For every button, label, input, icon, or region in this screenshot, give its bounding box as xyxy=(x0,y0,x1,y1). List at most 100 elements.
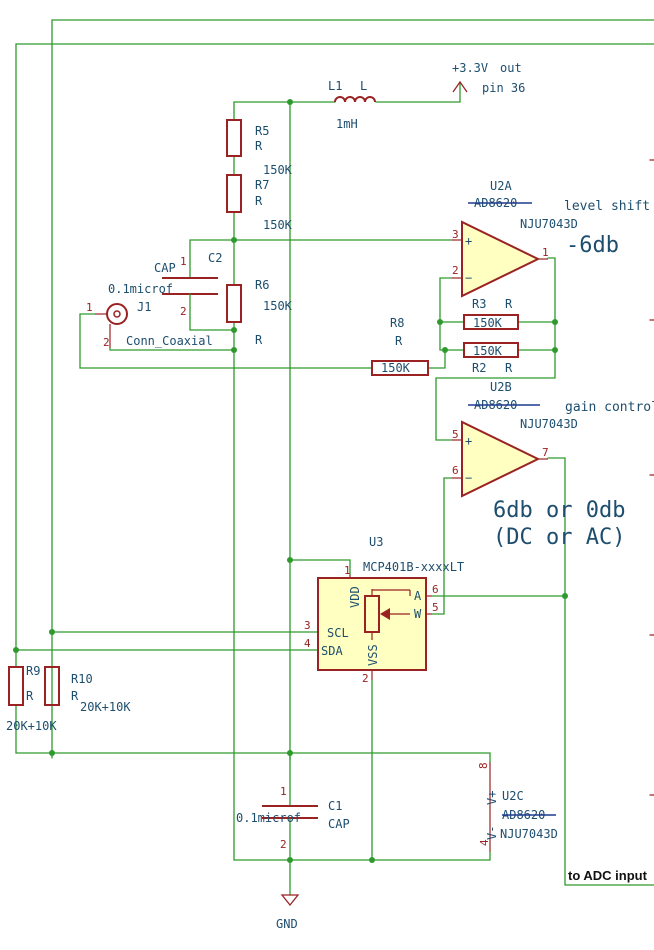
gnd-symbol: GND xyxy=(276,894,300,931)
svg-text:−: − xyxy=(465,471,472,485)
resistor-r7: R7 R 150K xyxy=(226,174,293,232)
u3-pin-vdd: VDD xyxy=(348,586,362,608)
u2b-gain-1: 6db or 0db xyxy=(493,498,625,523)
power-label: +3.3V xyxy=(452,61,488,75)
c1-type: CAP xyxy=(328,817,350,831)
c2-ref: C2 xyxy=(208,251,222,265)
u3-pin-vss: VSS xyxy=(366,644,380,666)
r7-type: R xyxy=(255,194,263,208)
u2c-ref: U2C xyxy=(502,789,524,803)
r10-value: 20K+10K xyxy=(80,700,131,714)
r3-ref: R3 xyxy=(472,297,486,311)
u2c-vminus: V- xyxy=(485,826,499,840)
c2-value: 0.1microf xyxy=(108,282,173,296)
c1-pin1: 1 xyxy=(280,785,287,798)
u3-pin1: 1 xyxy=(344,564,351,577)
r10-ref: R10 xyxy=(71,672,93,686)
opamp-u2a: + − 3 2 1 U2A AD8620 NJU7043D level shif… xyxy=(452,179,650,298)
inductor-l1: L1 L 1mH xyxy=(328,79,376,131)
c2-pin1: 1 xyxy=(180,255,187,268)
svg-text:+: + xyxy=(465,234,472,248)
digipot-u3: SCL SDA A W VDD VSS 1 3 4 6 5 2 U3 MCP40… xyxy=(304,535,464,685)
j1-pin2: 2 xyxy=(103,336,110,349)
coax-j1: 1 2 J1 Conn_Coaxial xyxy=(86,300,213,349)
u3-part: MCP401B-xxxxLT xyxy=(363,560,464,574)
r6-type: R xyxy=(255,333,263,347)
r5-type: R xyxy=(255,139,263,153)
j1-type: Conn_Coaxial xyxy=(126,334,213,348)
r8-value: 150K xyxy=(381,361,411,375)
u3-pin4: 4 xyxy=(304,637,311,650)
border-ticks xyxy=(649,159,654,796)
u2c-pin4: 4 xyxy=(478,839,491,846)
r6-value: 150K xyxy=(263,299,293,313)
resistor-r9: R9 R 20K+10K xyxy=(6,664,57,733)
r9-type: R xyxy=(26,689,34,703)
r10-type: R xyxy=(71,689,79,703)
u2c-part: NJU7043D xyxy=(500,827,558,841)
u3-pin-scl: SCL xyxy=(327,626,349,640)
wires xyxy=(15,19,654,896)
resistor-r5: R5 R 150K xyxy=(226,119,293,177)
u2c-pin8: 8 xyxy=(477,762,490,769)
c1-pin2: 2 xyxy=(280,838,287,851)
u2a-pin2: 2 xyxy=(452,264,459,277)
resistor-r10: R10 R 20K+10K xyxy=(44,666,131,714)
u2a-pin3: 3 xyxy=(452,228,459,241)
capacitor-c2: 1 2 C2 CAP 0.1microf xyxy=(108,251,222,319)
u2b-pin7: 7 xyxy=(542,446,549,459)
u2a-note: level shift xyxy=(564,199,650,214)
l1-type: L xyxy=(360,79,367,93)
r6-ref: R6 xyxy=(255,278,269,292)
power-symbol: +3.3V out pin 36 xyxy=(452,61,525,95)
u2c-vplus: V+ xyxy=(485,791,499,805)
c1-ref: C1 xyxy=(328,799,342,813)
adc-text: to ADC input xyxy=(568,868,648,883)
u2b-part: NJU7043D xyxy=(520,417,578,431)
u2b-pin6: 6 xyxy=(452,464,459,477)
u3-pin3: 3 xyxy=(304,619,311,632)
r2-value: 150K xyxy=(473,344,503,358)
r7-ref: R7 xyxy=(255,178,269,192)
u3-pin-sda: SDA xyxy=(321,644,343,658)
c2-type: CAP xyxy=(154,261,176,275)
u2a-ref: U2A xyxy=(490,179,512,193)
l1-ref: L1 xyxy=(328,79,342,93)
r3-value: 150K xyxy=(473,316,503,330)
u2a-pin1: 1 xyxy=(542,246,549,259)
resistor-r2: 150K R2 R xyxy=(463,342,519,375)
resistor-r8: R8 R 150K xyxy=(371,316,429,376)
u3-ref: U3 xyxy=(369,535,383,549)
r5-value: 150K xyxy=(263,163,293,177)
r9-value: 20K+10K xyxy=(6,719,57,733)
u2a-gain: -6db xyxy=(566,233,619,258)
u3-pin-a: A xyxy=(414,589,422,603)
opamp-u2b: + − 5 6 7 U2B AD8620 NJU7043D gain contr… xyxy=(452,380,654,550)
power-note-out: out xyxy=(500,61,522,75)
r8-type: R xyxy=(395,334,403,348)
u3-pin-w: W xyxy=(414,607,422,621)
u3-pin2: 2 xyxy=(362,672,369,685)
r5-ref: R5 xyxy=(255,124,269,138)
r7-value: 150K xyxy=(263,218,293,232)
svg-text:+: + xyxy=(465,434,472,448)
u2b-pin5: 5 xyxy=(452,428,459,441)
u2b-gain-2: (DC or AC) xyxy=(493,525,625,550)
capacitor-c1: 1 2 C1 0.1microf CAP xyxy=(236,785,350,851)
r8-ref: R8 xyxy=(390,316,404,330)
resistor-r3: R3 R 150K xyxy=(463,297,519,330)
gnd-label: GND xyxy=(276,917,298,931)
c2-pin2: 2 xyxy=(180,305,187,318)
power-note-pin: pin 36 xyxy=(482,81,525,95)
u2b-note: gain control xyxy=(565,400,654,415)
adc-label: to ADC input xyxy=(568,868,648,883)
c1-value: 0.1microf xyxy=(236,811,301,825)
resistor-r6: R6 150K R xyxy=(226,278,293,347)
svg-text:−: − xyxy=(465,271,472,285)
u3-pin6: 6 xyxy=(432,583,439,596)
j1-pin1: 1 xyxy=(86,301,93,314)
u2b-ref: U2B xyxy=(490,380,512,394)
junctions xyxy=(13,99,568,863)
opamp-u2c: 8 4 V+ V- U2C AD8620 NJU7043D xyxy=(477,762,558,852)
